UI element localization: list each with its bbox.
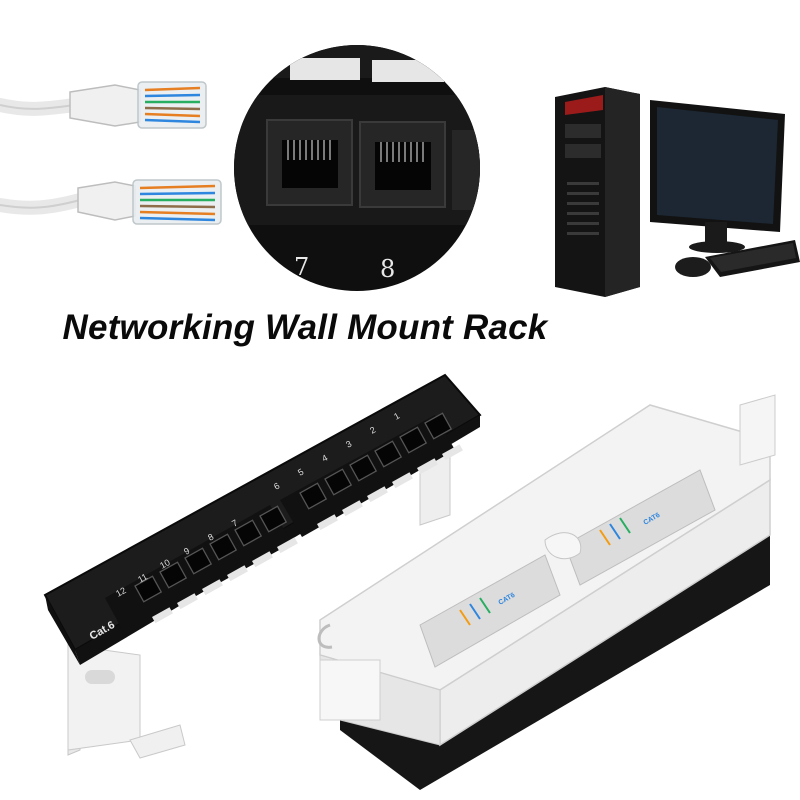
patch-panel-front-image: 12 11 10 9 8 7 6 5 4 3 2 1 Cat.6: [43, 373, 482, 759]
port-number-label: 6: [272, 481, 281, 492]
port-row: [134, 412, 453, 603]
port-number-label: 2: [368, 425, 377, 436]
label-strip: [152, 444, 463, 624]
rj45-port: [359, 121, 446, 208]
ports-closeup-image: 7 8: [234, 45, 480, 291]
monitor-icon: [650, 100, 785, 253]
punch-down-module: [419, 469, 716, 668]
rj45-port: [266, 119, 353, 206]
ethernet-cable-icon: [0, 81, 207, 129]
port-number-label: 10: [158, 557, 172, 571]
mouse-icon: [675, 257, 711, 277]
port-number-label: 9: [182, 546, 191, 557]
page-title: Networking Wall Mount Rack: [62, 308, 548, 347]
closeup-port-label: 7: [294, 253, 309, 281]
port-number-label: 3: [344, 439, 353, 450]
patch-panel-rear-image: CAT6 CAT6: [317, 394, 776, 790]
port-number-label: 4: [320, 453, 329, 464]
keyboard-icon: [705, 240, 800, 277]
port-number-label: 7: [230, 518, 239, 529]
port-number-label: 8: [206, 532, 215, 543]
port-number-label: 5: [296, 467, 305, 478]
port-number-label: 1: [392, 411, 401, 422]
closeup-port-label: 8: [380, 255, 395, 283]
desktop-computer-image: [555, 87, 800, 297]
port-number-label: 12: [114, 585, 128, 599]
ethernet-cables-image: [0, 81, 222, 225]
ethernet-cable-icon: [0, 179, 222, 225]
port-number-label: 11: [136, 571, 149, 584]
computer-tower-icon: [555, 87, 640, 297]
